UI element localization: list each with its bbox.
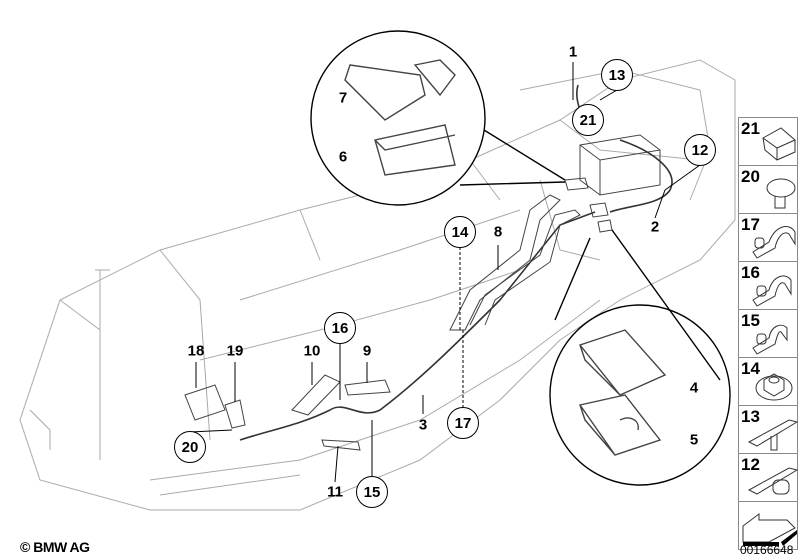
battery xyxy=(579,134,661,196)
callout-11: 11 xyxy=(327,483,343,501)
callout-14: 14 xyxy=(444,216,476,248)
legend-item-20: 20 xyxy=(738,165,798,213)
legend-item-21: 21 xyxy=(738,117,798,165)
legend-item-12: 12 xyxy=(738,453,799,501)
detail-circle-bottom xyxy=(549,229,731,486)
callout-6: 6 xyxy=(338,148,348,166)
document-id: 00166648 xyxy=(740,543,794,557)
cable-duct xyxy=(449,194,581,331)
callout-12: 12 xyxy=(684,134,716,166)
cable-holder-icon xyxy=(747,467,799,495)
callout-8: 8 xyxy=(493,223,503,241)
callout-21: 21 xyxy=(572,104,604,136)
small-parts xyxy=(184,177,613,451)
legend-item-arrow xyxy=(738,501,798,550)
callout-18: 18 xyxy=(187,342,205,360)
cable-tie-icon xyxy=(747,419,799,451)
cable-clip-icon xyxy=(752,324,788,355)
callout-7: 7 xyxy=(338,89,348,107)
expanding-rivet-icon xyxy=(766,178,796,209)
cable-clip-icon xyxy=(752,275,792,307)
callout-16: 16 xyxy=(324,312,356,344)
direction-arrow-icon xyxy=(742,513,797,546)
callout-5: 5 xyxy=(689,431,699,449)
hex-nut-icon xyxy=(755,373,793,401)
legend-item-17: 17 xyxy=(738,213,798,261)
callout-2: 2 xyxy=(650,218,660,236)
callout-4: 4 xyxy=(689,379,699,397)
callout-15: 15 xyxy=(356,476,388,508)
legend-item-16: 16 xyxy=(738,261,798,309)
callout-13: 13 xyxy=(601,59,633,91)
callout-3: 3 xyxy=(418,416,428,434)
parts-legend-panel: 21 20 17 16 15 14 13 12 xyxy=(738,117,799,550)
cable-clip-icon xyxy=(752,226,796,259)
callout-9: 9 xyxy=(362,342,372,360)
cover-cap-icon xyxy=(762,127,796,161)
leader-lines xyxy=(189,62,701,483)
vehicle-body-outline xyxy=(19,59,736,511)
legend-item-15: 15 xyxy=(738,309,798,357)
callout-10: 10 xyxy=(303,342,321,360)
callout-1: 1 xyxy=(568,43,578,61)
copyright: © BMW AG xyxy=(20,539,90,555)
callout-17: 17 xyxy=(447,407,479,439)
callout-20: 20 xyxy=(174,431,206,463)
legend-item-13: 13 xyxy=(738,405,799,453)
detail-circle-top xyxy=(310,30,566,206)
callout-19: 19 xyxy=(226,342,244,360)
legend-item-14: 14 xyxy=(738,357,798,405)
